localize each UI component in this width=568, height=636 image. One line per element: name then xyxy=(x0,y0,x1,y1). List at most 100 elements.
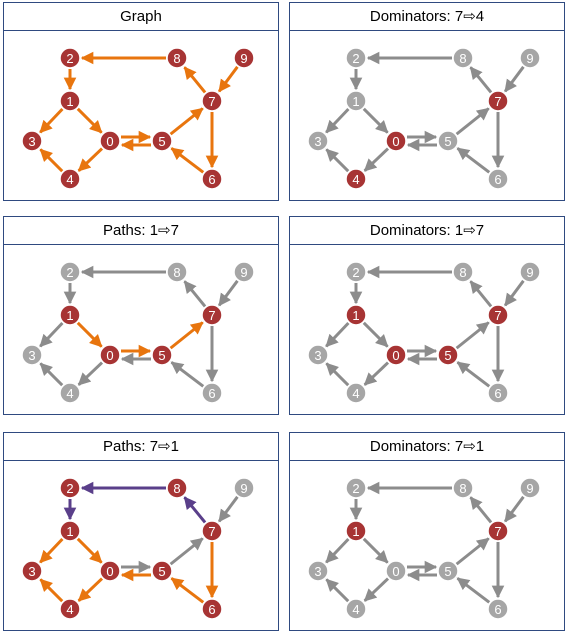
node-4: 4 xyxy=(345,598,367,620)
node-label: 5 xyxy=(158,564,165,579)
node-label: 1 xyxy=(352,94,359,109)
node-4: 4 xyxy=(345,382,367,404)
node-7: 7 xyxy=(201,520,223,542)
node-label: 8 xyxy=(459,481,466,496)
edge-1-to-3 xyxy=(325,107,350,134)
node-circle xyxy=(99,560,121,582)
node-label: 1 xyxy=(352,308,359,323)
edge-4-to-3 xyxy=(325,578,350,603)
node-circle xyxy=(345,261,367,283)
node-circle xyxy=(59,520,81,542)
node-circle xyxy=(385,344,407,366)
node-5: 5 xyxy=(151,344,173,366)
node-label: 6 xyxy=(494,386,501,401)
node-2: 2 xyxy=(345,261,367,283)
node-circle xyxy=(21,560,43,582)
node-circle xyxy=(59,477,81,499)
edge-1-to-0 xyxy=(362,107,389,134)
node-circle xyxy=(151,344,173,366)
edge-1-to-0 xyxy=(362,537,389,564)
node-4: 4 xyxy=(59,598,81,620)
node-circle xyxy=(21,130,43,152)
node-circle xyxy=(201,90,223,112)
edge-6-to-5 xyxy=(170,147,205,174)
edge-0-to-4 xyxy=(77,147,104,172)
node-6: 6 xyxy=(201,382,223,404)
edge-0-to-4 xyxy=(363,361,390,386)
node-6: 6 xyxy=(487,598,509,620)
node-0: 0 xyxy=(385,344,407,366)
edge-1-to-3 xyxy=(39,321,64,348)
node-label: 5 xyxy=(158,134,165,149)
node-circle xyxy=(166,261,188,283)
node-circle xyxy=(452,477,474,499)
edge-9-to-7 xyxy=(503,495,525,523)
edge-0-to-4 xyxy=(363,577,390,602)
node-circle xyxy=(487,520,509,542)
node-3: 3 xyxy=(21,344,43,366)
node-circle xyxy=(437,130,459,152)
edge-9-to-7 xyxy=(217,495,239,523)
node-1: 1 xyxy=(345,520,367,542)
node-label: 8 xyxy=(173,51,180,66)
node-circle xyxy=(166,47,188,69)
edge-4-to-3 xyxy=(39,148,64,173)
node-label: 3 xyxy=(314,134,321,149)
node-label: 9 xyxy=(526,265,533,280)
node-circle xyxy=(233,47,255,69)
node-circle xyxy=(437,560,459,582)
edge-1-to-0 xyxy=(76,107,103,134)
node-label: 1 xyxy=(66,524,73,539)
node-label: 8 xyxy=(173,481,180,496)
edge-7-to-8 xyxy=(469,280,493,308)
edge-4-to-3 xyxy=(325,148,350,173)
node-circle xyxy=(59,261,81,283)
node-label: 9 xyxy=(526,481,533,496)
node-1: 1 xyxy=(345,304,367,326)
node-5: 5 xyxy=(437,344,459,366)
edge-5-to-7 xyxy=(455,321,490,350)
node-circle xyxy=(151,130,173,152)
node-label: 0 xyxy=(392,564,399,579)
node-circle xyxy=(307,344,329,366)
node-circle xyxy=(307,560,329,582)
node-3: 3 xyxy=(21,130,43,152)
node-label: 8 xyxy=(459,51,466,66)
node-circle xyxy=(59,90,81,112)
node-circle xyxy=(233,261,255,283)
node-label: 9 xyxy=(526,51,533,66)
node-circle xyxy=(487,168,509,190)
node-label: 2 xyxy=(352,265,359,280)
node-circle xyxy=(519,477,541,499)
node-circle xyxy=(345,90,367,112)
node-3: 3 xyxy=(307,344,329,366)
node-label: 4 xyxy=(66,386,73,401)
node-label: 3 xyxy=(28,564,35,579)
node-0: 0 xyxy=(385,130,407,152)
node-label: 3 xyxy=(314,564,321,579)
node-circle xyxy=(452,47,474,69)
node-label: 0 xyxy=(106,348,113,363)
node-5: 5 xyxy=(437,560,459,582)
node-5: 5 xyxy=(151,560,173,582)
panel-title: Graph xyxy=(4,3,278,31)
edge-9-to-7 xyxy=(217,279,239,307)
node-label: 4 xyxy=(352,602,359,617)
edge-4-to-3 xyxy=(325,362,350,387)
node-circle xyxy=(487,382,509,404)
node-label: 6 xyxy=(208,172,215,187)
edge-9-to-7 xyxy=(217,65,239,93)
edge-1-to-0 xyxy=(362,321,389,348)
node-label: 2 xyxy=(352,481,359,496)
node-circle xyxy=(345,382,367,404)
node-9: 9 xyxy=(233,47,255,69)
node-2: 2 xyxy=(59,47,81,69)
node-label: 4 xyxy=(66,172,73,187)
node-circle xyxy=(385,130,407,152)
edge-5-to-7 xyxy=(169,107,204,136)
edge-0-to-4 xyxy=(77,577,104,602)
node-6: 6 xyxy=(201,598,223,620)
